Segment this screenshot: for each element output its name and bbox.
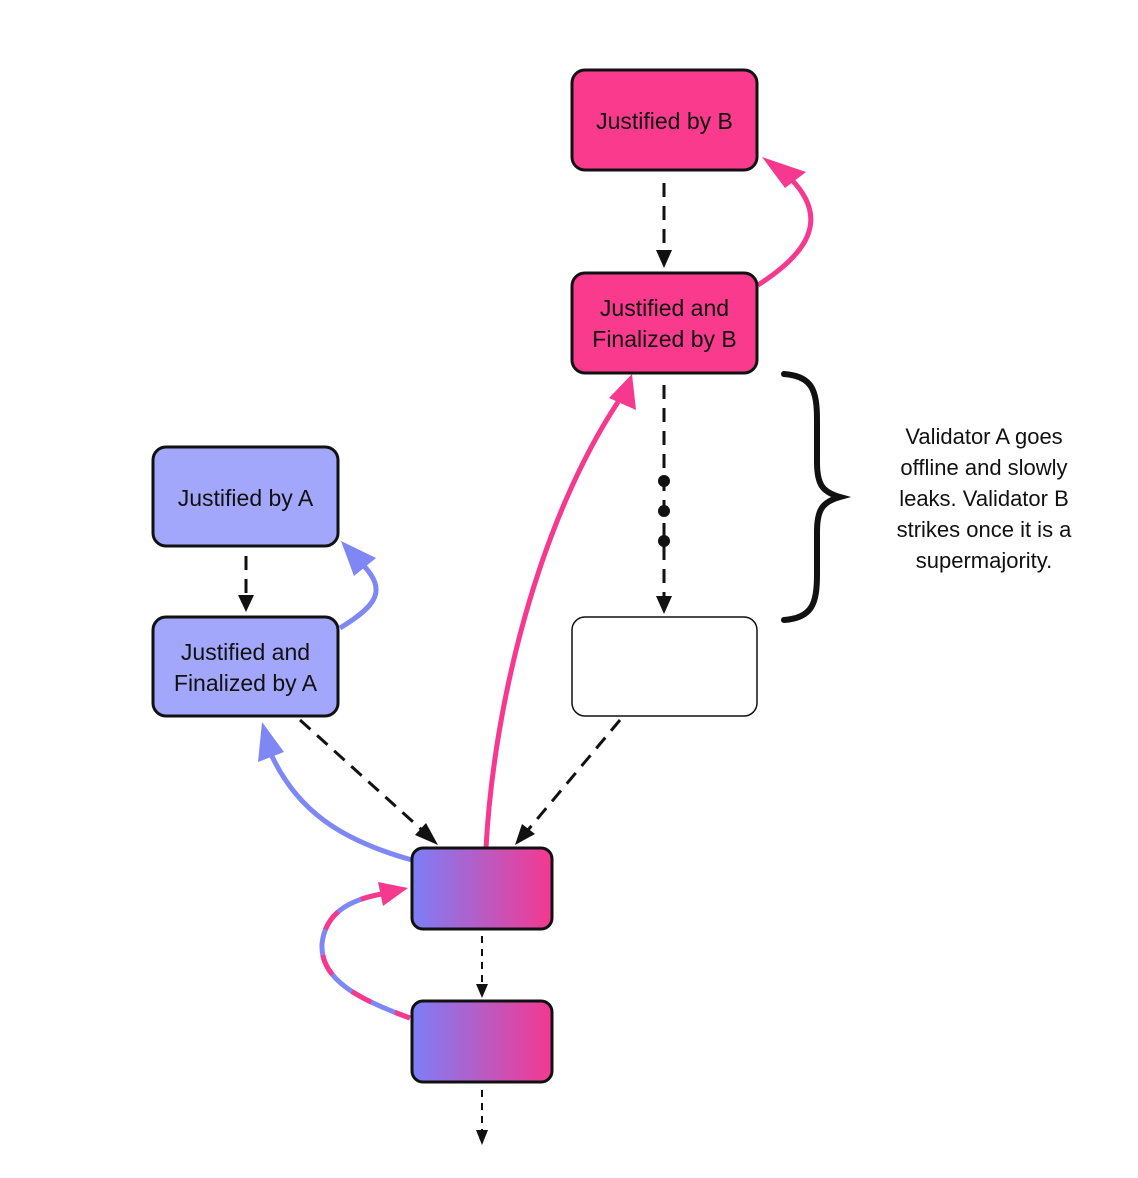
node-box bbox=[151, 445, 340, 548]
node-justified-b: Justified by B bbox=[570, 68, 759, 172]
node-label-line-1: Justified and bbox=[600, 295, 729, 321]
annotation-line: leaks. Validator B bbox=[899, 486, 1069, 511]
arrowhead-vote-b-top bbox=[762, 157, 806, 188]
vote-mixed-lower-to-fork-stripes bbox=[319, 891, 411, 1021]
ellipsis-dot bbox=[658, 475, 670, 487]
node-label: Justified by A bbox=[178, 485, 314, 511]
vote-links bbox=[258, 157, 814, 1021]
link-finalized-a-to-fork bbox=[298, 718, 424, 832]
arrowhead-blank-to-fork bbox=[515, 824, 535, 845]
node-label-line-1: Justified and bbox=[181, 639, 310, 665]
vote-b-fork-to-finalized bbox=[483, 400, 621, 849]
arrowhead-finalized-a-to-justified-a bbox=[238, 595, 254, 612]
node-box bbox=[570, 271, 759, 375]
node-label-line-2: Finalized by A bbox=[174, 670, 318, 696]
vote-a-finalized-to-justified bbox=[338, 564, 379, 631]
node-label: Justified by B bbox=[596, 108, 733, 134]
arrowhead-vote-a-bottom bbox=[258, 722, 284, 762]
node-fork-block bbox=[410, 846, 554, 931]
vote-a-fork-to-finalized bbox=[267, 750, 413, 863]
vote-mixed-lower-to-fork bbox=[319, 891, 411, 1021]
node-box bbox=[571, 616, 758, 717]
node-box bbox=[570, 68, 759, 172]
node-finalized-b: Justified and Finalized by B bbox=[570, 271, 759, 375]
node-box bbox=[151, 615, 340, 718]
arrowhead-vote-a-top bbox=[341, 541, 376, 576]
ellipsis-dot bbox=[658, 505, 670, 517]
node-finalized-a: Justified and Finalized by A bbox=[151, 615, 340, 718]
chain-links bbox=[238, 183, 672, 1145]
arrowhead-finalized-b-to-justified-b bbox=[656, 250, 672, 268]
node-lower-block bbox=[410, 999, 554, 1084]
annotation-line: supermajority. bbox=[916, 548, 1053, 573]
ellipsis-dot bbox=[658, 535, 670, 547]
arrowhead-vote-mixed bbox=[378, 882, 408, 906]
node-label-line-2: Finalized by B bbox=[592, 326, 736, 352]
curly-brace bbox=[781, 371, 852, 623]
node-justified-a: Justified by A bbox=[151, 445, 340, 548]
node-box bbox=[410, 846, 554, 931]
node-box bbox=[410, 999, 554, 1084]
vote-b-finalized-to-justified bbox=[756, 176, 814, 288]
annotation-line: strikes once it is a bbox=[897, 517, 1073, 542]
annotation-line: Validator A goes bbox=[905, 424, 1062, 449]
arrowhead-finalized-a-to-fork bbox=[415, 823, 438, 845]
annotation-line: offline and slowly bbox=[900, 455, 1067, 480]
link-blank-to-fork bbox=[526, 719, 622, 831]
arrowhead-lower-continuation bbox=[476, 1130, 488, 1145]
arrowhead-finalized-b-to-blank bbox=[656, 596, 672, 614]
node-blank bbox=[571, 616, 758, 717]
annotation: Validator A goes offline and slowly leak… bbox=[897, 424, 1073, 573]
arrowhead-fork-to-lower bbox=[476, 984, 488, 998]
arrowhead-vote-b-long bbox=[609, 374, 636, 410]
